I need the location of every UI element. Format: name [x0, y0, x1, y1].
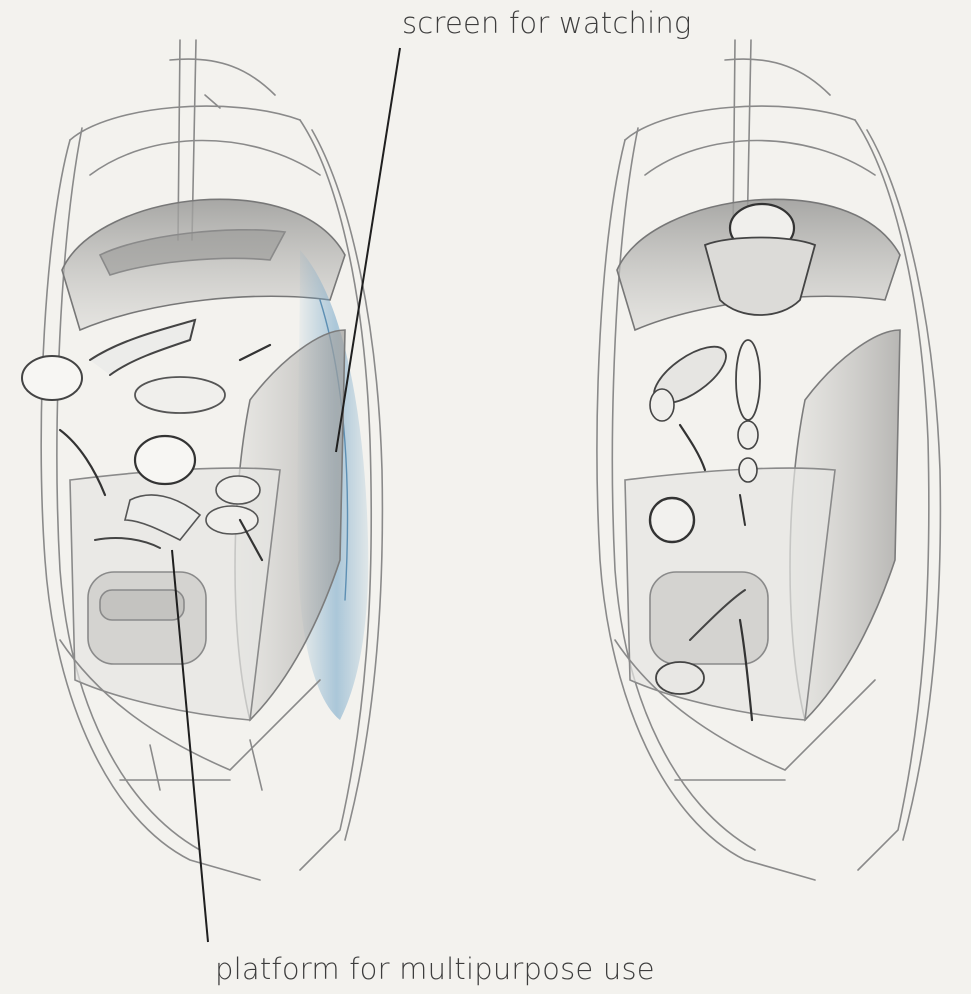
platform-annotation-label: platform for multipurpose use [215, 952, 655, 986]
car-sketch-left [22, 40, 382, 880]
car-sketch-right [597, 40, 940, 880]
screen-annotation-label: screen for watching [402, 6, 692, 40]
